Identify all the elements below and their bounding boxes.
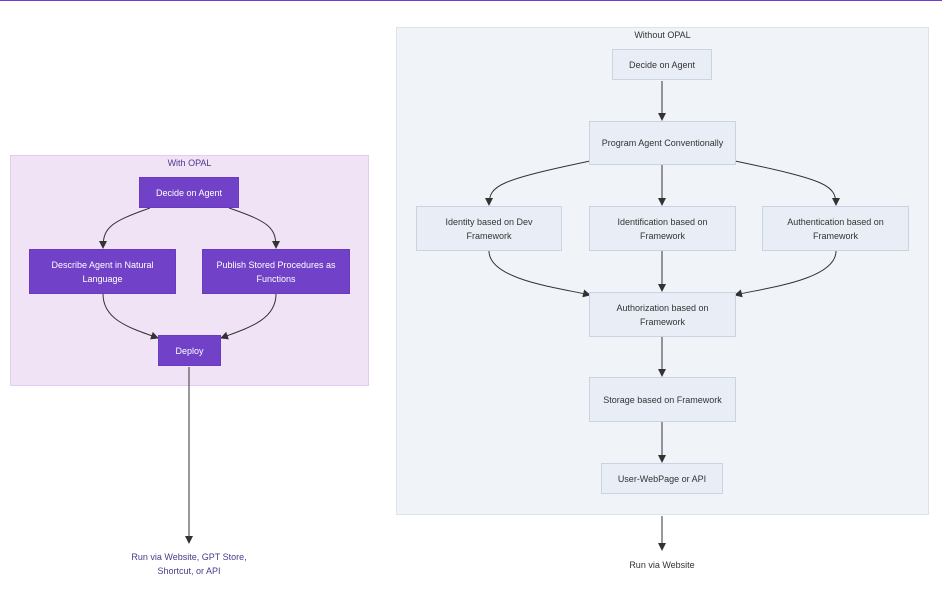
opal-publish-node: Publish Stored Procedures as Functions bbox=[202, 249, 350, 294]
opal-run-label: Run via Website, GPT Store, Shortcut, or… bbox=[131, 552, 247, 576]
opal-decide-node: Decide on Agent bbox=[139, 177, 239, 208]
edge-describe-to-deploy bbox=[102, 293, 159, 340]
with-opal-title: With OPAL bbox=[167, 158, 212, 168]
noopal-user-node: User-WebPage or API bbox=[601, 463, 723, 494]
edge-program-to-authentication bbox=[734, 160, 840, 206]
edge-identity-to-authorization bbox=[488, 250, 591, 298]
edge-program-to-identity bbox=[485, 160, 591, 206]
opal-deploy-node: Deploy bbox=[158, 335, 221, 366]
edge-authentication-to-authorization bbox=[734, 250, 837, 298]
noopal-storage-node: Storage based on Framework bbox=[589, 377, 736, 422]
opal-describe-node: Describe Agent in Natural Language bbox=[29, 249, 176, 294]
edge-decide-to-describe bbox=[99, 207, 151, 249]
noopal-decide-node: Decide on Agent bbox=[612, 49, 712, 80]
noopal-authorization-node: Authorization based on Framework bbox=[589, 292, 736, 337]
edge-publish-to-deploy bbox=[220, 293, 277, 340]
noopal-identification-node: Identification based on Framework bbox=[589, 206, 736, 251]
without-opal-title: Without OPAL bbox=[634, 30, 691, 40]
noopal-run-label: Run via Website bbox=[629, 560, 695, 570]
noopal-authentication-node: Authentication based on Framework bbox=[762, 206, 909, 251]
noopal-program-node: Program Agent Conventionally bbox=[589, 121, 736, 165]
noopal-identity-node: Identity based on Dev Framework bbox=[416, 206, 562, 251]
edge-decide-to-publish bbox=[228, 207, 280, 249]
top-border bbox=[0, 0, 942, 1]
